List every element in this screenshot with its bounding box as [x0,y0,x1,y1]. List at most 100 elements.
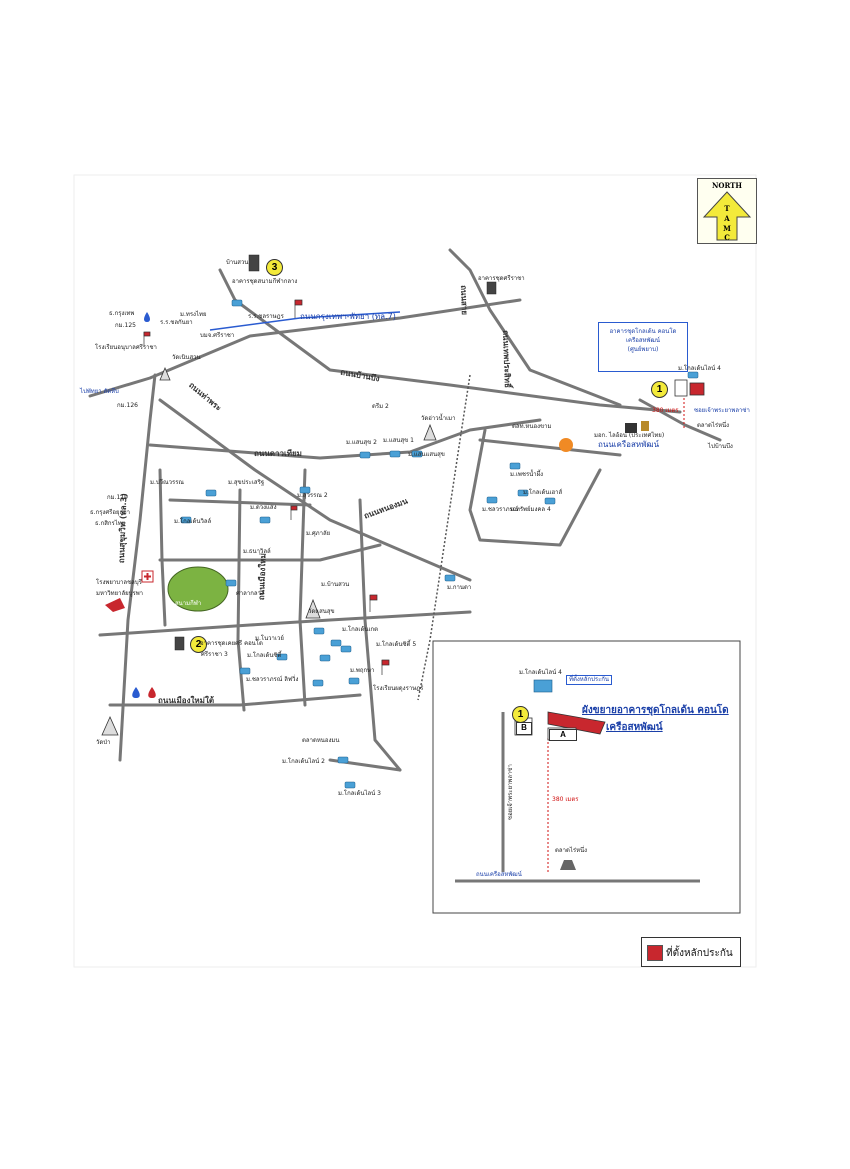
road-network [88,248,722,772]
label-14: ม.โกลเด้นไลน์ 4 [678,365,721,372]
label-12: กม.126 [117,402,138,409]
road-mueang-mai-tai [108,693,362,707]
label-38: โรงพยาบาลชลบุรี [96,579,142,586]
legend-swatch [647,945,663,961]
label-55: ตลาดหนองมน [302,737,340,744]
car-icons [180,299,699,789]
label-26: ม.แสนแสนสุข [408,451,445,458]
inset-title-2: เครือสหพัฒน์ [606,722,663,733]
flag-icons [143,299,390,675]
factory-icon-2 [641,421,649,431]
callout-line-2: เครือสหพัฒน์ [626,337,660,344]
label-24: ม.แสนสุข 2 [346,439,377,446]
hospital-icon [141,570,154,583]
building-icons [174,254,497,651]
label-3: บ้านสวน [226,259,249,266]
north-label: NORTH [711,181,742,190]
label-35: ธ.กรุงศรีอยุธยา [90,509,131,516]
marker-1: 1 [651,381,668,398]
label-28: วัดอ่าวน้ำเมา [421,415,456,422]
subject-callout: อาคารชุดโกลเด้น คอนโด เครือสหพัฒน์ (ศูนย… [598,322,688,372]
label-34: กม.119 [107,494,128,501]
label-17: 380 เมตร [652,407,679,414]
inset-marker-1: 1 [512,706,529,723]
pin-icons [132,312,156,698]
road-v3 [358,498,402,772]
label-4: บมจ.ศรีราชา [200,332,235,339]
north-arrow: NORTH T A M C [697,178,757,244]
road-nong-mon-diag [158,398,472,582]
label-53: ม.โกลเด้นไลน์ 2 [282,758,325,765]
label-47: ม.โนวาเวย์ [255,635,284,642]
label-8: กม.125 [115,322,136,329]
road-label-mueang-mai-tai: ถนนเมืองใหม่ใต้ [158,696,215,705]
north-letter-m: M [723,224,731,233]
callout-line-3: (ศูนย์พยาบ) [627,346,659,353]
factory-icon [625,423,637,433]
label-11: ไปพัทยา สัตหีบ [80,388,119,395]
label-50: ม.โกลเด้นเกต [342,626,379,633]
label-23: ม.ทรัพย์มงคล 4 [510,506,551,513]
label-19: ตลท.หนองขาม [512,423,552,430]
inset-marker-label: ที่ตั้งหลักประกัน [566,675,613,685]
inset-market-label: ตลาดไร่หนึ่ง [555,847,588,854]
label-44: ม.กานดา [447,584,472,591]
subject-block [674,379,688,397]
marker-3: 3 [266,259,283,276]
road-label-dao-tian-side: ถนนเทพประสิทธิ์ [501,329,513,389]
label-43: วัดแสนสุข [308,608,335,615]
label-48: ม.โกลเด้นซิตี้ [247,652,282,659]
label-27: ดรีม 2 [372,403,389,410]
road-v2 [298,468,307,707]
label-54: ม.โกลเด้นไลน์ 3 [338,790,381,797]
label-52: โรงเรียนผดุงราษฎร์ [373,685,424,692]
label-40: ศาลากลาง [236,590,264,597]
road-h1 [158,543,382,562]
label-49: ม.ชลวราภรณ์ ลิฟวิ่ง [246,676,299,683]
label-58: ม.บ้านสวน [321,581,350,588]
road-dao-thian [148,418,542,460]
railway [417,374,471,701]
label-56: ม.โกลเด้นซิตี้ 5 [376,641,417,648]
label-29: ม.ปวีณวรรณ [150,479,184,486]
legend: ที่ตั้งหลักประกัน [641,937,741,967]
road-h2 [168,498,312,507]
label-45: อาคารชุดเคยศรี คอนโด [200,640,263,647]
north-letter-t: T [724,204,730,213]
label-9: โรงเรียนอนุบาลศรีราชา [95,344,157,351]
inset-distance: 380 เมตร [552,796,579,803]
legend-label: ที่ตั้งหลักประกัน [666,948,733,959]
label-57: วัดป่า [96,739,111,746]
road-v1 [236,488,246,712]
north-letter-a: A [723,214,730,223]
label-36: ธ.กสิกรไทย [95,520,126,527]
inset-village-label: ม.โกลเด้นไลน์ 4 [519,669,562,676]
north-letter-c: C [724,233,730,242]
road-east-1 [448,248,622,407]
label-22: ม.ชลวราภรณ์ [482,506,519,513]
label-5: ม.ทรงไทย [180,311,207,318]
road-bangna-trat [88,298,522,398]
label-25: ม.แสนสุข 1 [383,437,414,444]
inset-box-b: B [516,722,532,735]
label-33: ม.โกลเด้นวิลล์ [174,518,212,525]
label-41: มหาวิทยาลัยบูรพา [96,590,144,597]
university-logo-icon [105,598,125,612]
label-1: อาคารชุดสนามกีฬากลาง [232,278,298,285]
label-10: วัดเนินสวน [172,354,201,361]
road-east-stub [638,398,722,442]
label-15: ซอยเจ้าพระยาพลาซ่า [694,407,750,414]
landmark-dot [559,438,573,452]
label-46: ศรีราชา 3 [201,651,228,658]
label-2: ร.ร.ชลราษฎร [248,313,284,320]
inset-road-label: ถนนเครือสหพัฒน์ [476,871,522,878]
label-7: ธ.กรุงเทพ [109,310,135,317]
road-sukhumvit [118,373,157,762]
label-31: ม.สุวรรณ 2 [297,492,328,499]
road-mueang-mai [98,610,472,637]
label-51: ม.พฤกษา [350,667,375,674]
road-v4 [158,468,167,627]
label-18: มอก. ไลอ้อน (ประเทศไทย) [594,432,665,439]
label-39: สนามกีฬา [175,600,202,607]
road-right-loop [468,428,602,547]
